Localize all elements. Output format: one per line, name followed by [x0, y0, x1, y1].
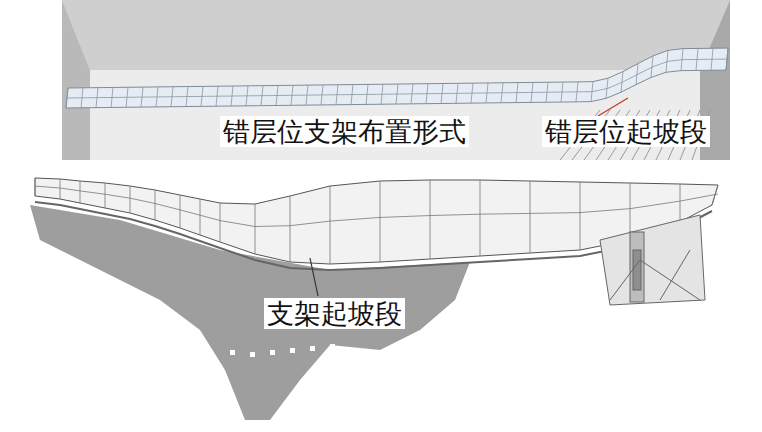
left-wall	[62, 0, 90, 160]
leader-line	[310, 258, 318, 296]
figure-caption: 错层位支架布置形式	[220, 116, 469, 147]
part-label: 错层位起坡段	[542, 116, 710, 147]
room-floor	[62, 0, 730, 160]
shadow-gaps	[230, 344, 335, 357]
back-wall	[62, 0, 730, 70]
hydraulic-leg	[600, 215, 705, 305]
part-label: 支架起坡段	[264, 298, 405, 329]
support-row	[66, 48, 728, 108]
leader-line	[598, 98, 628, 116]
